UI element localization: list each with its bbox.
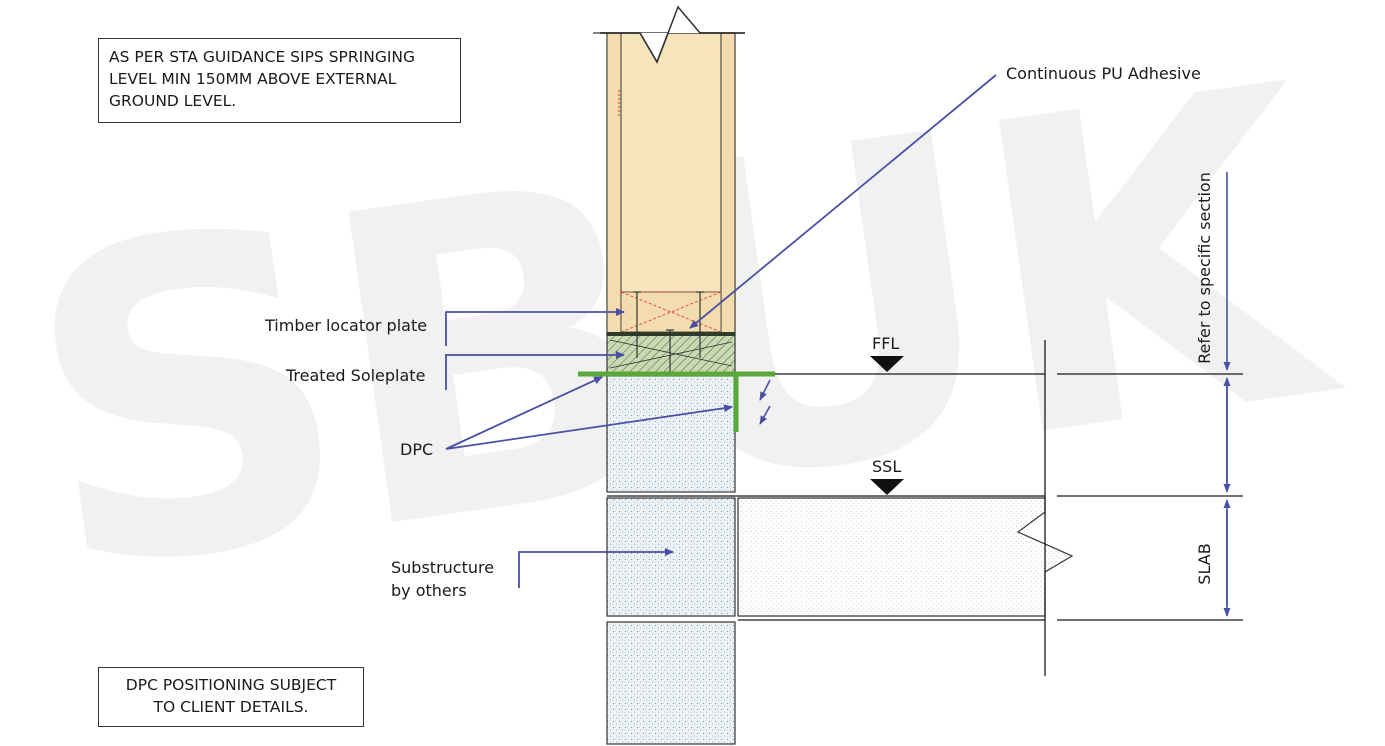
floor-slab [737,497,1074,617]
ssl-marker: SSL [870,457,904,495]
dpc-note-line-1: DPC POSITIONING SUBJECT [125,676,337,694]
sta-note-line-2: LEVEL MIN 150MM ABOVE EXTERNAL [109,70,397,88]
treated-soleplate [606,332,736,375]
sips-panel [593,0,754,336]
substructure-blocks [606,375,736,745]
ffl-marker: FFL [870,334,904,372]
adhesive-label: Continuous PU Adhesive [1006,64,1201,83]
sta-guidance-note: AS PER STA GUIDANCE SIPS SPRINGING LEVEL… [98,38,461,123]
level-lines [607,340,1243,676]
substructure-label-line2: by others [391,581,467,600]
dpc-note-line-2: TO CLIENT DETAILS. [153,698,309,716]
dim-upper-label: Refer to specific section [1195,172,1214,364]
sta-note-line-3: GROUND LEVEL. [109,92,237,110]
annotation-leaders [445,74,997,588]
sta-note-line-1: AS PER STA GUIDANCE SIPS SPRINGING [109,48,416,66]
dimension-lines: Refer to specific section SLAB [1195,172,1231,617]
dpc-label: DPC [400,440,433,459]
timber-locator-label: Timber locator plate [264,316,427,335]
soleplate-label: Treated Soleplate [285,366,425,385]
ffl-label: FFL [872,334,899,353]
substructure-label: Substructure [391,558,494,577]
dpc-upstand-dimension [759,379,771,425]
dim-slab-label: SLAB [1195,543,1214,584]
dpc-membrane [578,371,775,432]
dpc-positioning-note: DPC POSITIONING SUBJECT TO CLIENT DETAIL… [98,667,364,727]
ssl-label: SSL [872,457,901,476]
